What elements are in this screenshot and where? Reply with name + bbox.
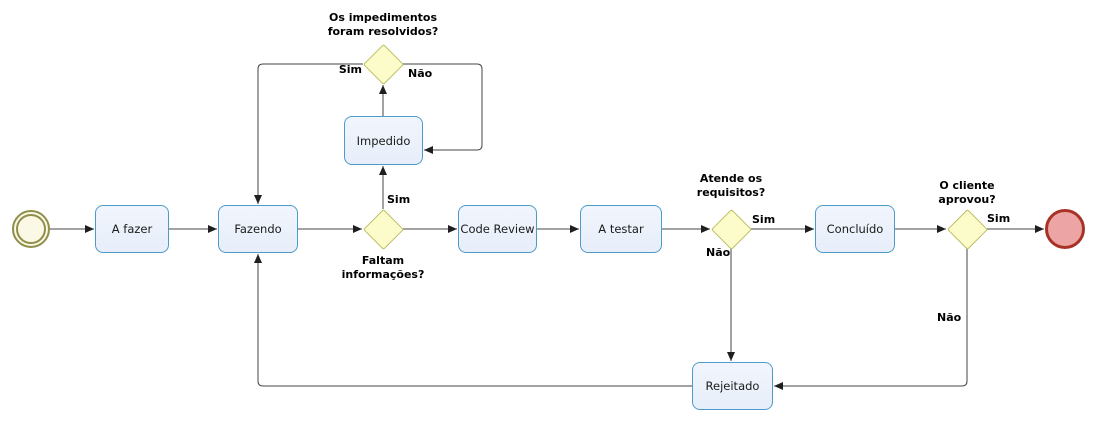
task-impedido-label: Impedido [356, 133, 411, 148]
gateway-impedimentos-question: Os impedimentos foram resolvidos? [327, 11, 439, 38]
edge-rejeitado-to-fazendo [254, 254, 692, 387]
gateway-impedimentos-resolvidos [362, 43, 405, 86]
gateway-impedimentos-shape [362, 43, 405, 86]
task-impedido: Impedido [344, 116, 423, 165]
atende-sim-label: Sim [752, 213, 776, 226]
faltam-sim-label: Sim [387, 193, 411, 206]
edge-cliente-nao-to-rejeitado [774, 249, 968, 390]
task-fazendo-label: Fazendo [234, 222, 282, 236]
edge-impedimentos-sim-to-fazendo [254, 63, 363, 204]
start-event-inner-ring [16, 214, 46, 244]
gateway-atende-shape [710, 208, 753, 251]
impedimentos-sim-label: Sim [338, 63, 362, 76]
task-a-fazer-label: A fazer [111, 222, 153, 236]
gateway-cliente-aprovou [946, 208, 989, 251]
task-rejeitado: Rejeitado [692, 362, 773, 410]
gateway-cliente-question: O cliente aprovou? [938, 179, 996, 206]
task-a-testar: A testar [580, 205, 662, 253]
gateway-faltam-informacoes [362, 208, 405, 251]
gateway-cliente-shape [946, 208, 989, 251]
end-event [1045, 209, 1085, 249]
cliente-nao-label: Não [937, 311, 962, 324]
atende-nao-label: Não [706, 246, 731, 259]
impedimentos-nao-label: Não [408, 67, 433, 80]
task-concluido-label: Concluído [826, 222, 884, 236]
task-code-review: Code Review [458, 205, 537, 253]
task-code-review-label: Code Review [460, 222, 535, 236]
gateway-atende-question: Atende os requisitos? [696, 172, 766, 199]
start-event [12, 210, 50, 248]
edge-impedimentos-nao-to-impedido [403, 63, 483, 154]
cliente-sim-label: Sim [987, 212, 1011, 225]
task-a-fazer: A fazer [95, 205, 169, 253]
gateway-atende-requisitos [710, 208, 753, 251]
task-a-testar-label: A testar [598, 222, 644, 236]
task-concluido: Concluído [815, 205, 895, 253]
task-rejeitado-label: Rejeitado [705, 379, 760, 393]
task-fazendo: Fazendo [218, 205, 298, 253]
gateway-faltam-question: Faltam informações? [341, 254, 425, 281]
gateway-faltam-shape [362, 208, 405, 251]
